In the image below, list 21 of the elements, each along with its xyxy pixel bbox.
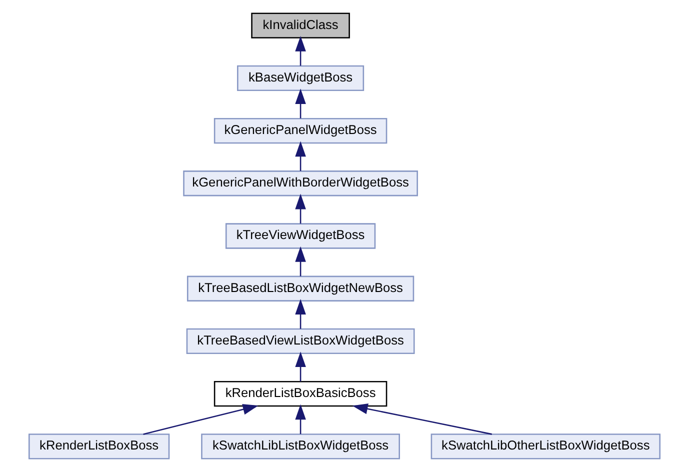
node-box: kRenderListBoxBoss: [28, 434, 170, 460]
node-box: kTreeViewWidgetBoss: [225, 223, 376, 249]
node-box: kRenderListBoxBasicBoss: [214, 381, 388, 407]
node-box: kGenericPanelWithBorderWidgetBoss: [183, 170, 418, 196]
arrow: [295, 246, 306, 276]
node-box: kBaseWidgetBoss: [237, 65, 364, 91]
arrow: [295, 36, 306, 66]
arrow: [295, 299, 306, 329]
node-box: kTreeBasedViewListBoxWidgetBoss: [186, 328, 415, 354]
arrow: [295, 352, 306, 382]
node-box: kTreeBasedListBoxWidgetNewBoss: [186, 276, 414, 302]
arrow: [295, 141, 306, 171]
node-box: kInvalidClass: [251, 12, 350, 38]
arrow: [295, 404, 306, 434]
arrow: [295, 88, 306, 118]
node-box: kSwatchLibOtherListBoxWidgetBoss: [430, 434, 660, 460]
arrow: [352, 404, 492, 435]
node-box: kSwatchLibListBoxWidgetBoss: [201, 434, 400, 460]
arrow: [143, 404, 258, 435]
arrow: [295, 194, 306, 224]
node-box: kGenericPanelWidgetBoss: [214, 118, 388, 144]
